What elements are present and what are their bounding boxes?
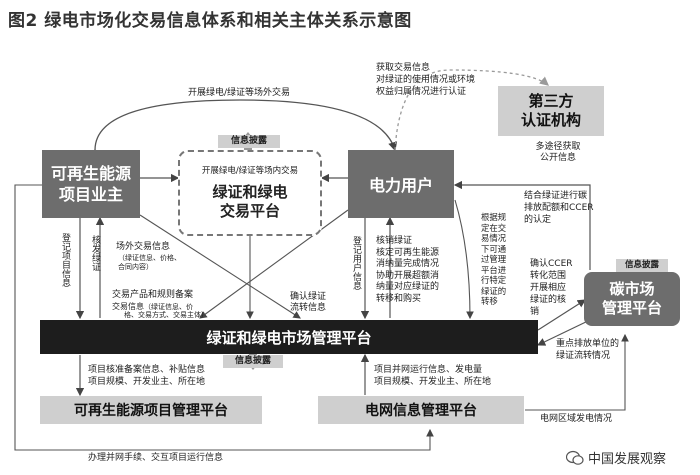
watermark-text: 中国发展观察 <box>588 452 667 467</box>
offsite-trade-label: 开展绿电/绿证等场外交易 <box>188 88 291 98</box>
offsite-info-detail-1: （绿证信息、价格、 <box>118 254 181 262</box>
key-emitter-label: 重点排放单位的 绿证流转情况 <box>556 338 619 362</box>
grid-platform-label: 电网信息管理平台 <box>365 403 477 419</box>
carbon-market-box: 碳市场 管理平台 <box>584 272 680 326</box>
rule-check-line-1: 根据规 <box>481 212 507 222</box>
diagram-title: 图2 绿电市场化交易信息体系和相关主体关系示意图 <box>8 11 412 31</box>
register-user-label: 登记用户信息 <box>351 236 361 290</box>
rule-check-line-4: 下可通 <box>481 243 507 254</box>
renewable-owner-label-1: 可再生能源 <box>50 164 131 183</box>
carbon-quota-line-2: 排放配额和CCER <box>524 203 594 213</box>
ccer-confirm-line-3: 开展相应 <box>530 283 567 293</box>
rule-check-line-9: 转移 <box>481 296 498 306</box>
trade-info-detail-2: 格、交易方式、交易主体） <box>124 311 208 319</box>
product-rules-label: 交易产品和规则备案 <box>112 290 194 300</box>
public-info-line-1: 多途径获取 <box>535 142 581 152</box>
register-project-label: 登记项目信息 <box>60 233 70 287</box>
carbon-quota-line-1: 结合绿证进行碳 <box>524 191 588 201</box>
rule-check-label: 根据规 定在交 易情况 下可通 过管理 平台进 行特定 绿证的 转移 <box>481 212 506 307</box>
third-party-info-line-3: 权益归属情况进行认证 <box>376 87 467 97</box>
grid-operation-line-1: 项目并网运行信息、发电量 <box>374 365 483 375</box>
rule-check-line-6: 平台进 <box>481 264 507 275</box>
trading-platform-box: 开展绿电/绿证等场内交易 绿证和绿电 交易平台 <box>178 150 322 236</box>
project-registration-label: 项目核准备案信息、补贴信息 项目规模、开发业主、所在地 <box>88 364 205 388</box>
ccer-confirm-line-5: 销 <box>530 307 540 317</box>
rule-check-line-5: 过管理 <box>481 254 507 264</box>
rule-check-line-3: 易情况 <box>481 233 507 243</box>
cancel-cert-label: 核销绿证 核定可再生能源 消纳量完成情况 协助开展超额消 纳量对应绿证的 转移和… <box>376 236 439 305</box>
key-emitter-line-2: 绿证流转情况 <box>556 351 611 361</box>
cancel-cert-line-2: 核定可再生能源 <box>376 247 440 258</box>
rule-check-line-7: 行特定 <box>481 275 507 285</box>
issue-cert-label: 核发绿证 <box>90 235 100 271</box>
grid-platform-box: 电网信息管理平台 <box>318 396 524 424</box>
cancel-cert-line-3: 消纳量完成情况 <box>376 259 440 269</box>
confirm-cert-line-2: 流转信息 <box>290 303 327 313</box>
project-platform-box: 可再生能源项目管理平台 <box>40 396 262 424</box>
rule-check-line-8: 绿证的 <box>481 285 507 296</box>
market-platform-label: 绿证和绿电市场管理平台 <box>206 328 372 347</box>
cancel-cert-line-1: 核销绿证 <box>376 236 413 246</box>
confirm-cert-label: 确认绿证 流转信息 <box>290 292 326 314</box>
third-party-info-line-1: 获取交易信息 <box>376 63 431 73</box>
market-platform-bar: 绿证和绿电市场管理平台 <box>40 320 538 354</box>
third-party-box: 第三方 认证机构 <box>498 86 604 136</box>
rule-check-line-2: 定在交 <box>481 222 507 233</box>
trading-platform-label-2: 交易平台 <box>219 201 280 220</box>
public-info-line-2: 公开信息 <box>539 153 576 163</box>
power-user-label: 电力用户 <box>368 176 433 195</box>
trading-platform-label-1: 绿证和绿电 <box>212 182 288 201</box>
grid-generation-label: 电网区域发电情况 <box>540 414 613 424</box>
grid-operation-label: 项目并网运行信息、发电量 项目规模、开发业主、所在地 <box>374 364 491 388</box>
renewable-owner-label-2: 项目业主 <box>58 185 123 204</box>
key-emitter-line-1: 重点排放单位的 <box>556 339 620 349</box>
grid-operation-line-2: 项目规模、开发业主、所在地 <box>374 377 492 387</box>
power-user-box: 电力用户 <box>348 150 454 218</box>
renewable-owner-box: 可再生能源 项目业主 <box>42 150 140 218</box>
third-party-info-line-2: 对绿证的使用情况或环境 <box>376 75 476 85</box>
cancel-cert-line-5: 纳量对应绿证的 <box>376 282 440 292</box>
confirm-cert-line-1: 确认绿证 <box>290 292 327 302</box>
offsite-info-detail: （绿证信息、价格、 合同内容） <box>118 254 181 272</box>
carbon-market-label-1: 碳市场 <box>609 280 655 298</box>
watermark: 中国发展观察 <box>566 448 666 467</box>
offsite-info-detail-2: 合同内容） <box>118 263 153 271</box>
trade-info-detail-1: （绿证信息、价 <box>144 303 193 311</box>
third-party-info-label: 获取交易信息 对绿证的使用情况或环境 权益归属情况进行认证 <box>376 62 475 98</box>
public-info-label: 多途径获取 公开信息 <box>518 142 598 164</box>
third-party-label-1: 第三方 <box>528 92 574 110</box>
project-platform-label: 可再生能源项目管理平台 <box>74 403 228 419</box>
ccer-confirm-line-4: 绿证的核 <box>530 295 567 305</box>
info-disclosure-bottom: 信息披露 <box>223 355 283 368</box>
info-disclosure-top: 信息披露 <box>218 135 280 148</box>
onsite-trade-label: 开展绿电/绿证等场内交易 <box>201 165 299 176</box>
trade-info-label: 交易信息 <box>112 302 144 311</box>
ccer-confirm-line-1: 确认CCER <box>530 259 573 269</box>
grid-connection-label: 办理并网手续、交互项目运行信息 <box>88 453 224 463</box>
cancel-cert-line-6: 转移和购买 <box>376 293 422 304</box>
info-disclosure-carbon: 信息披露 <box>616 259 668 272</box>
project-registration-line-1: 项目核准备案信息、补贴信息 <box>88 365 206 375</box>
ccer-confirm-line-2: 转化范围 <box>530 271 567 281</box>
third-party-label-2: 认证机构 <box>520 111 581 129</box>
wechat-icon <box>566 450 584 465</box>
project-registration-line-2: 项目规模、开发业主、所在地 <box>88 377 206 387</box>
ccer-confirm-label: 确认CCER 转化范围 开展相应 绿证的核 销 <box>530 258 573 318</box>
offsite-info-label: 场外交易信息 <box>116 242 171 252</box>
carbon-market-label-2: 管理平台 <box>601 299 662 317</box>
carbon-quota-line-3: 的认定 <box>524 215 552 225</box>
trade-info-row: 交易信息（绿证信息、价 <box>112 301 193 312</box>
carbon-quota-label: 结合绿证进行碳 排放配额和CCER 的认定 <box>524 190 594 226</box>
cancel-cert-line-4: 协助开展超额消 <box>376 270 440 281</box>
